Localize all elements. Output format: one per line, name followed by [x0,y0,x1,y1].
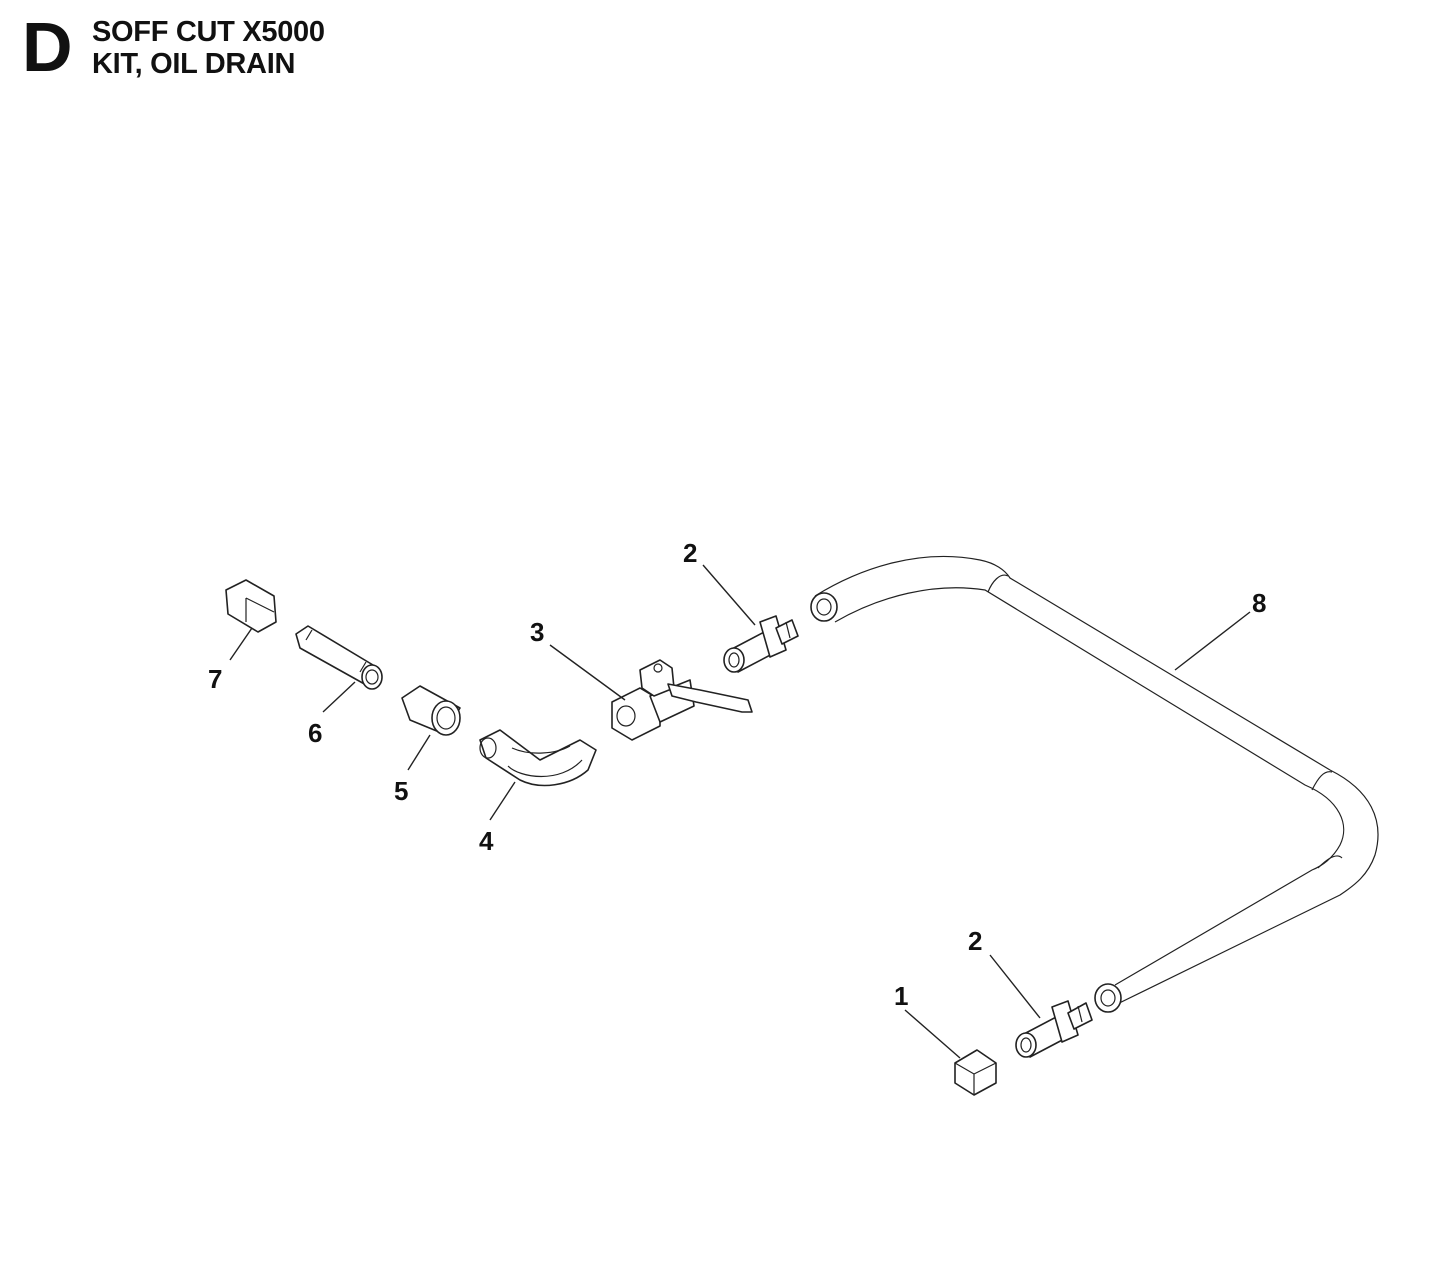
callout-3: 3 [530,617,544,647]
ball-valve-icon [611,659,753,741]
hex-bushing-icon [225,579,277,633]
callout-2-lower: 2 [968,926,982,956]
hex-cap-icon [954,1049,997,1096]
callout-1: 1 [894,981,908,1011]
barbed-fitting-icon [1015,1000,1093,1058]
callout-4: 4 [479,826,494,856]
callout-7: 7 [208,664,222,694]
barbed-fitting-icon [723,615,799,673]
callout-2-upper: 2 [683,538,697,568]
title-block: SOFF CUT X5000 KIT, OIL DRAIN [92,16,325,80]
section-letter: D [22,8,73,86]
elbow-fitting-icon [479,729,597,787]
assembly-title: KIT, OIL DRAIN [92,48,296,80]
callout-8: 8 [1252,588,1266,618]
drain-hose-icon [810,555,1379,1013]
callout-labels: 1 2 2 3 4 5 6 7 8 [208,538,1266,1011]
model-title: SOFF CUT X5000 [92,16,325,48]
leader-lines [229,564,1251,1059]
coupling-sleeve-icon [401,685,461,736]
callout-5: 5 [394,776,408,806]
pipe-nipple-icon [295,625,383,690]
callout-6: 6 [308,718,322,748]
